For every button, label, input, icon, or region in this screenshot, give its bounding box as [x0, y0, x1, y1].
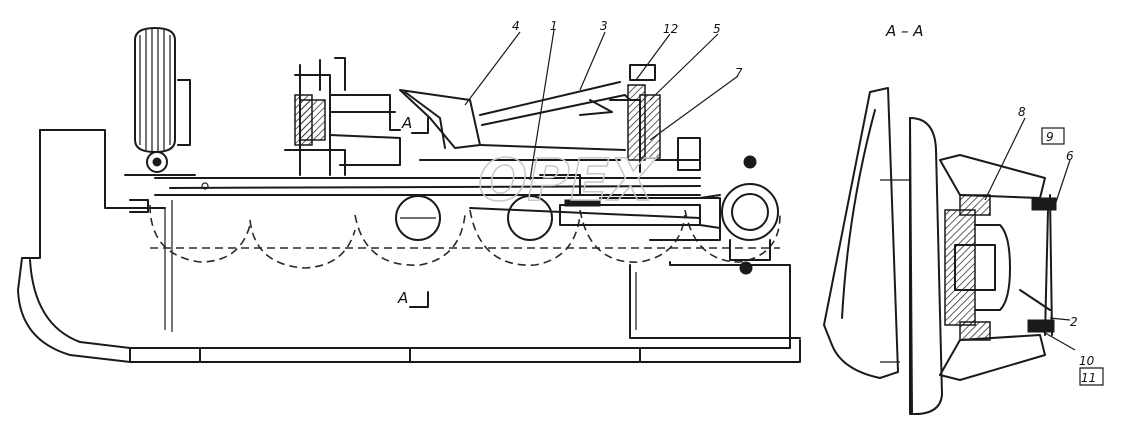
- section-view-a-a: A – A 8 9 6 2 10 11: [823, 22, 1104, 415]
- callout-7: 7: [735, 66, 743, 80]
- skid-runner: [17, 129, 801, 363]
- callout-5: 5: [713, 22, 721, 36]
- callout-9-box: [1041, 127, 1065, 145]
- svg-text:A: A: [401, 114, 412, 132]
- callout-3: 3: [600, 19, 608, 33]
- section-mark-bottom: A: [397, 289, 429, 308]
- watermark: OPEX: [478, 146, 657, 214]
- callout-9: 9: [1046, 130, 1054, 144]
- callout-6: 6: [1066, 149, 1074, 163]
- callout-10: 10: [1079, 354, 1095, 368]
- gear-housings: [395, 155, 779, 275]
- callout-2: 2: [1070, 315, 1078, 329]
- upper-frame: [284, 57, 701, 176]
- callout-12: 12: [663, 22, 678, 36]
- callout-11: 11: [1081, 371, 1096, 385]
- leader-lines: [464, 29, 739, 181]
- cutter-wheel: [124, 27, 196, 213]
- main-side-view: 4 1 3 12 5 7 A A OPEX: [17, 19, 801, 363]
- callout-1: 1: [550, 19, 558, 33]
- section-view-title: A – A: [885, 22, 924, 40]
- callout-8: 8: [1018, 105, 1026, 119]
- callout-4: 4: [512, 19, 520, 33]
- main-beam: [154, 174, 721, 241]
- rotor-outlines: [149, 204, 781, 269]
- svg-text:A: A: [397, 289, 408, 307]
- section-mark-top: A: [401, 114, 429, 134]
